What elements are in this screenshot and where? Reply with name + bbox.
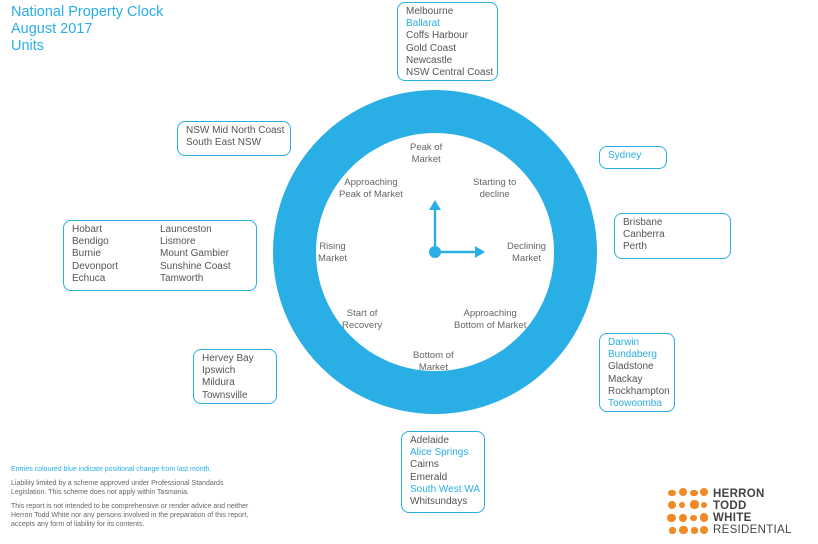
location-item: Gladstone bbox=[608, 361, 654, 373]
location-item: Canberra bbox=[623, 229, 665, 241]
clock-hands bbox=[429, 200, 485, 258]
location-item: Hobart bbox=[72, 224, 103, 235]
location-item: Mildura bbox=[202, 377, 235, 389]
location-item: Burnie bbox=[72, 248, 101, 260]
logo-word-1: HERRON bbox=[713, 488, 765, 500]
location-item: Toowoomba bbox=[608, 398, 662, 410]
location-item: Echuca bbox=[72, 272, 106, 284]
logo-word-3: WHITE bbox=[713, 512, 752, 524]
location-item: Mount Gambier bbox=[160, 248, 229, 260]
phase-starting-decline: Starting to decline bbox=[473, 177, 517, 200]
location-item: Coffs Harbour bbox=[406, 30, 469, 42]
location-item: Whitsundays bbox=[410, 496, 468, 508]
location-item: Newcastle bbox=[406, 54, 453, 66]
location-item: South West WA bbox=[410, 483, 481, 495]
phase-start-recovery: Start of Recovery bbox=[342, 308, 383, 331]
phase-declining: Declining Market bbox=[507, 241, 547, 264]
logo-mark-icon bbox=[667, 488, 708, 534]
liability-note-2: Legislation. This scheme does not apply … bbox=[11, 489, 189, 496]
location-item: Sunshine Coast bbox=[160, 260, 231, 272]
location-item: Townsville bbox=[202, 389, 248, 401]
location-item: Launceston bbox=[160, 224, 212, 235]
location-item: Darwin bbox=[608, 337, 640, 348]
property-clock: Peak of Market Starting to decline Decli… bbox=[273, 90, 597, 414]
phase-approaching-bottom: Approaching Bottom of Market bbox=[454, 308, 527, 331]
location-item: Hervey Bay bbox=[202, 353, 254, 364]
location-item: Emerald bbox=[410, 471, 448, 483]
location-item: Bundaberg bbox=[608, 349, 657, 361]
location-item: Mackay bbox=[608, 373, 643, 385]
disclaimer-1: This report is not intended to be compre… bbox=[11, 503, 249, 510]
location-item: Perth bbox=[623, 241, 647, 253]
logo-word-2: TODD bbox=[713, 500, 747, 512]
hour-hand-arrowhead bbox=[429, 200, 441, 210]
page-title: National Property Clock August 2017 Unit… bbox=[11, 4, 163, 55]
minute-hand-arrowhead bbox=[475, 246, 485, 258]
group-right-upper: Sydney bbox=[599, 146, 667, 169]
phase-peak: Peak of Market bbox=[410, 142, 443, 165]
location-item: Ballarat bbox=[406, 18, 440, 30]
phase-bottom: Bottom of Market bbox=[413, 350, 454, 373]
location-item: Adelaide bbox=[410, 435, 449, 446]
location-item: Tamworth bbox=[160, 272, 204, 284]
location-item: Melbourne bbox=[406, 6, 454, 17]
logo-word-4: RESIDENTIAL bbox=[713, 524, 792, 536]
location-item: Ipswich bbox=[202, 365, 236, 377]
location-item: Devonport bbox=[72, 260, 119, 272]
location-item: Lismore bbox=[160, 236, 196, 248]
disclaimer-3: accepts any form of liability for its co… bbox=[11, 521, 145, 528]
location-item: Gold Coast bbox=[406, 42, 457, 54]
location-item: NSW Central Coast bbox=[406, 67, 494, 79]
location-item: Brisbane bbox=[623, 217, 663, 228]
location-item: NSW Mid North Coast bbox=[186, 125, 285, 136]
legend-note: Entries coloured blue indicate positiona… bbox=[11, 466, 212, 473]
clock-center-dot bbox=[429, 246, 441, 258]
disclaimer-2: Herron Todd White nor any persons involv… bbox=[11, 512, 249, 519]
phase-approaching-peak: Approaching Peak of Market bbox=[339, 177, 403, 200]
title-line-1: National Property Clock bbox=[11, 4, 164, 20]
location-item: Bendigo bbox=[72, 236, 109, 248]
title-line-2: August 2017 bbox=[11, 21, 93, 37]
location-item: South East NSW bbox=[186, 137, 262, 149]
phase-rising: Rising Market bbox=[318, 241, 348, 264]
location-item: Rockhampton bbox=[608, 385, 670, 397]
liability-note-1: Liability limited by a scheme approved u… bbox=[11, 480, 224, 487]
location-item: Sydney bbox=[608, 150, 642, 161]
company-logo: HERRON TODD WHITE RESIDENTIAL bbox=[666, 486, 806, 540]
location-item: Cairns bbox=[410, 459, 439, 471]
title-line-3: Units bbox=[11, 38, 45, 54]
location-item: Alice Springs bbox=[410, 447, 469, 459]
